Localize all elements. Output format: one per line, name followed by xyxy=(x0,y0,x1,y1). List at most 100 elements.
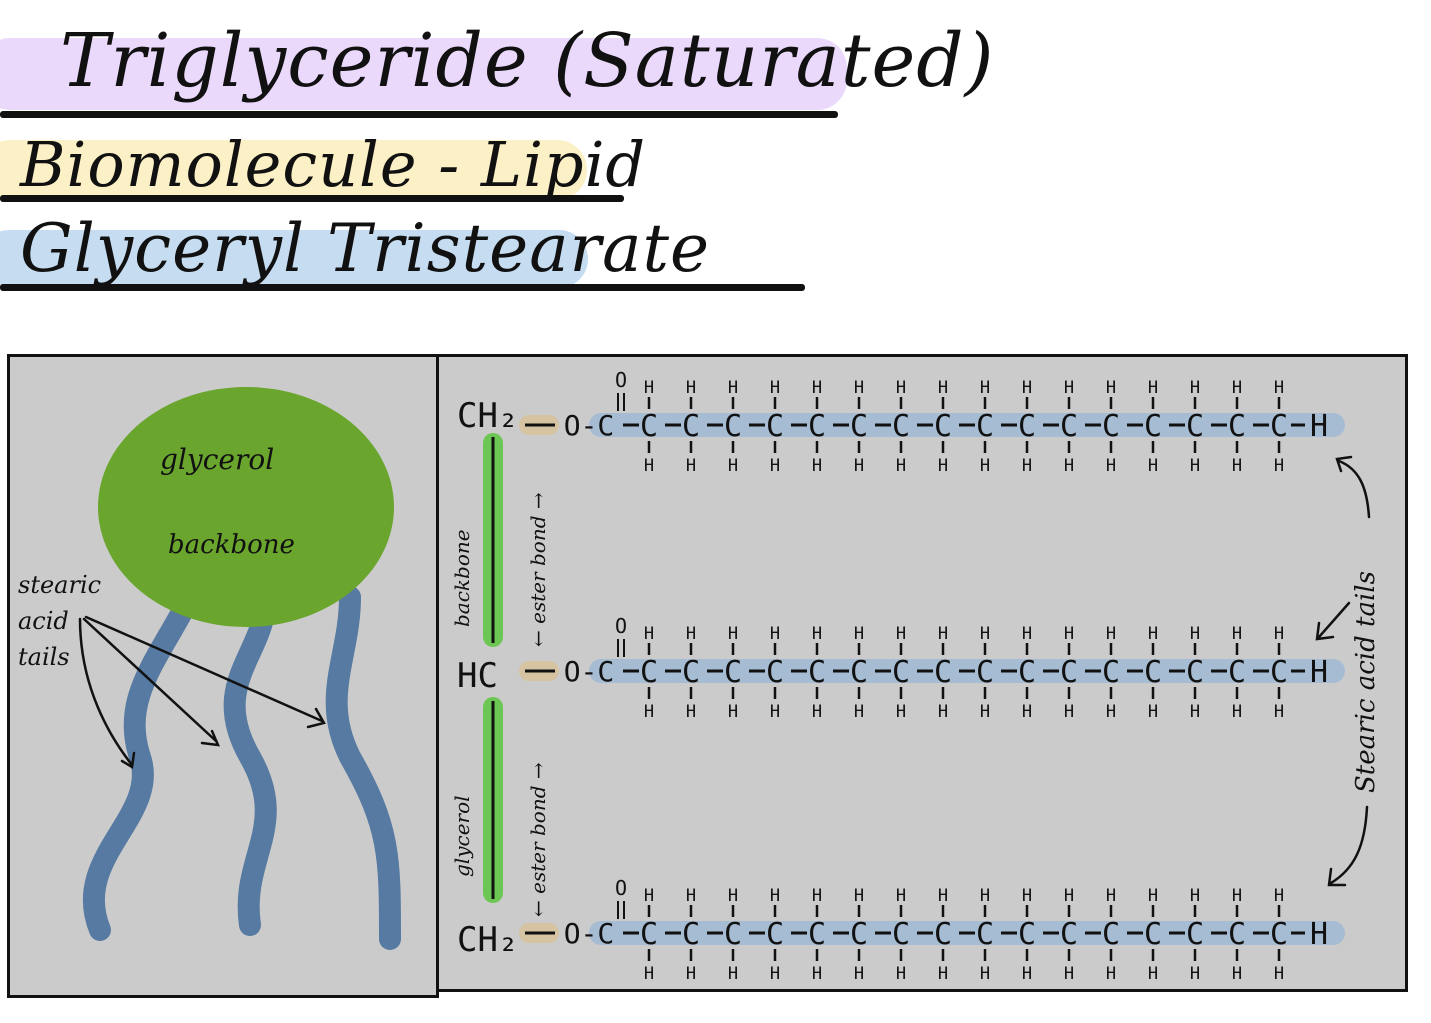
carbon-atom: C xyxy=(1228,655,1246,690)
carbon-atom: C xyxy=(1102,655,1120,690)
carbon-atom: C xyxy=(682,655,700,690)
hydrogen-atom: H xyxy=(896,886,906,906)
hydrogen-atom: H xyxy=(1106,886,1116,906)
carbonyl-group: O-C xyxy=(564,655,615,688)
hydrogen-atom: H xyxy=(1064,456,1074,476)
hydrogen-atom: H xyxy=(1106,964,1116,984)
hydrogen-atom: H xyxy=(770,964,780,984)
hydrogen-atom: H xyxy=(1064,702,1074,722)
hydrogen-atom: H xyxy=(896,702,906,722)
carbon-atom: C xyxy=(682,917,700,952)
hydrogen-atom: H xyxy=(770,456,780,476)
carbon-atom: C xyxy=(892,917,910,952)
carbon-atom: C xyxy=(1228,409,1246,444)
tails-label-3: tails xyxy=(18,643,70,671)
hydrogen-atom: H xyxy=(854,964,864,984)
hydrogen-atom: H xyxy=(644,964,654,984)
hydrogen-atom: H xyxy=(1232,886,1242,906)
carbon-atom: C xyxy=(934,917,952,952)
hydrogen-atom: H xyxy=(812,702,822,722)
hydrogen-atom: H xyxy=(938,886,948,906)
hydrogen-atom: H xyxy=(1022,378,1032,398)
hydrogen-atom: H xyxy=(1232,378,1242,398)
carbon-atom: C xyxy=(976,917,994,952)
hydrogen-atom: H xyxy=(938,456,948,476)
hydrogen-atom: H xyxy=(938,964,948,984)
title-highlight-blue xyxy=(0,230,588,288)
terminal-hydrogen: H xyxy=(1310,917,1328,952)
carbonyl-oxygen: O xyxy=(615,876,627,900)
hydrogen-atom: H xyxy=(854,702,864,722)
hydrogen-atom: H xyxy=(1274,964,1284,984)
carbon-atom: C xyxy=(1144,917,1162,952)
title-underline-1 xyxy=(0,111,838,118)
hydrogen-atom: H xyxy=(1148,378,1158,398)
hydrogen-atom: H xyxy=(1106,456,1116,476)
hydrogen-atom: H xyxy=(1064,378,1074,398)
hydrogen-atom: H xyxy=(644,886,654,906)
hydrogen-atom: H xyxy=(854,378,864,398)
hydrogen-atom: H xyxy=(854,886,864,906)
hydrogen-atom: H xyxy=(1232,964,1242,984)
carbon-atom: C xyxy=(892,655,910,690)
stearic-tail-3 xyxy=(325,586,401,950)
hydrogen-atom: H xyxy=(1148,624,1158,644)
carbonyl-group: O-C xyxy=(564,409,615,442)
hydrogen-atom: H xyxy=(1190,624,1200,644)
carbon-atom: C xyxy=(850,409,868,444)
simple-model-svg: glycerol backbone stearic acid tails xyxy=(18,387,401,950)
hydrogen-atom: H xyxy=(770,378,780,398)
hydrogen-atom: H xyxy=(1022,624,1032,644)
hydrogen-atom: H xyxy=(686,702,696,722)
hydrogen-atom: H xyxy=(896,624,906,644)
hydrogen-atom: H xyxy=(686,624,696,644)
carbon-atom: C xyxy=(934,655,952,690)
hydrogen-atom: H xyxy=(1022,702,1032,722)
hydrogen-atom: H xyxy=(1190,456,1200,476)
hydrogen-atom: H xyxy=(770,624,780,644)
hydrogen-atom: H xyxy=(728,886,738,906)
carbon-atom: C xyxy=(766,655,784,690)
hydrogen-atom: H xyxy=(728,378,738,398)
head-label-1: glycerol xyxy=(160,443,274,476)
row2-head: HC xyxy=(457,656,498,696)
hydrogen-atom: H xyxy=(980,456,990,476)
carbon-atom: C xyxy=(808,917,826,952)
carbon-atom: C xyxy=(808,409,826,444)
ester-bond-label-1: ← ester bond → xyxy=(526,492,550,647)
title-triglyceride: Triglyceride (Saturated) xyxy=(60,18,995,104)
hydrogen-atom: H xyxy=(812,886,822,906)
title-highlight-purple xyxy=(0,38,847,110)
chain-row-2: O-COCHHCHHCHHCHHCHHCHHCHHCHHCHHCHHCHHCHH… xyxy=(519,614,1345,722)
structural-formula-panel: CH₂ HC CH₂ backbone glycerol ← ester bon… xyxy=(436,354,1408,992)
carbon-atom: C xyxy=(640,409,658,444)
structural-formula-svg: CH₂ HC CH₂ backbone glycerol ← ester bon… xyxy=(450,368,1381,984)
chain-row-1: O-COCHHCHHCHHCHHCHHCHHCHHCHHCHHCHHCHHCHH… xyxy=(519,368,1345,476)
hydrogen-atom: H xyxy=(896,378,906,398)
hydrogen-atom: H xyxy=(812,378,822,398)
carbon-atom: C xyxy=(724,655,742,690)
hydrogen-atom: H xyxy=(1190,886,1200,906)
carbon-atom: C xyxy=(976,409,994,444)
hydrogen-atom: H xyxy=(1064,886,1074,906)
title-biomolecule: Biomolecule - Lipid xyxy=(20,128,647,201)
hydrogen-atom: H xyxy=(728,702,738,722)
hydrogen-atom: H xyxy=(812,456,822,476)
hydrogen-atom: H xyxy=(728,964,738,984)
hydrogen-atom: H xyxy=(1022,456,1032,476)
hydrogen-atom: H xyxy=(1190,964,1200,984)
carbonyl-oxygen: O xyxy=(615,614,627,638)
hydrogen-atom: H xyxy=(1274,378,1284,398)
hydrogen-atom: H xyxy=(938,378,948,398)
hydrogen-atom: H xyxy=(938,702,948,722)
carbon-atom: C xyxy=(640,917,658,952)
hydrogen-atom: H xyxy=(812,964,822,984)
hydrogen-atom: H xyxy=(644,456,654,476)
carbon-atom: C xyxy=(724,409,742,444)
hydrogen-atom: H xyxy=(1064,964,1074,984)
hydrogen-atom: H xyxy=(980,964,990,984)
hydrogen-atom: H xyxy=(1274,456,1284,476)
carbon-atom: C xyxy=(1102,409,1120,444)
hydrogen-atom: H xyxy=(1274,702,1284,722)
carbon-atom: C xyxy=(1060,917,1078,952)
